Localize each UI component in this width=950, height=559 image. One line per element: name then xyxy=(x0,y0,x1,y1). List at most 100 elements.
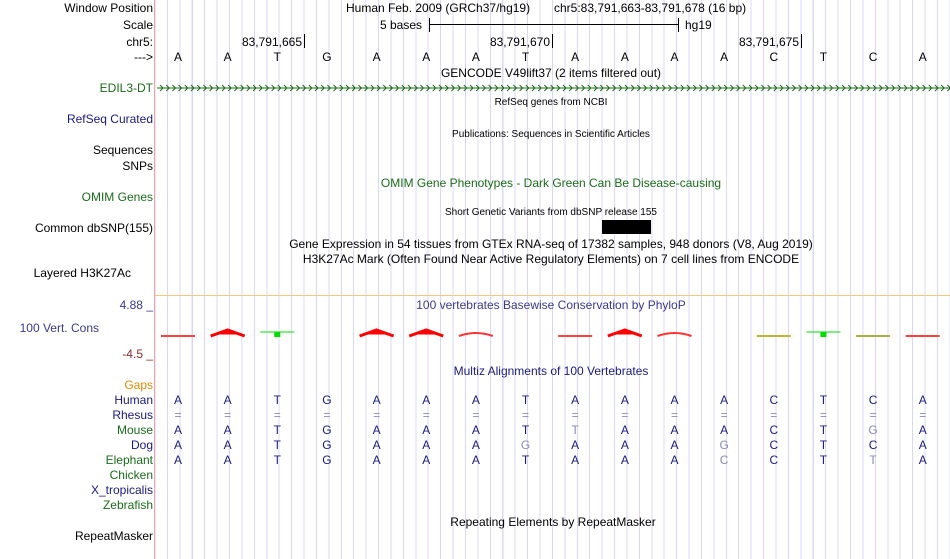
phylop-mark xyxy=(408,328,444,338)
track-divider xyxy=(155,295,950,296)
window-position-label: Window Position xyxy=(64,1,153,15)
dbsnp-track-title[interactable]: Short Genetic Variants from dbSNP releas… xyxy=(445,207,657,218)
aligned-base: = xyxy=(224,408,232,422)
base: A xyxy=(670,50,679,64)
aligned-base: = xyxy=(621,408,629,422)
aligned-base: A xyxy=(620,423,629,437)
repeatmasker-label[interactable]: RepeatMasker xyxy=(74,529,153,543)
aligned-base: T xyxy=(273,423,281,437)
phylop-track-title[interactable]: 100 vertebrates Basewise Conservation by… xyxy=(416,298,686,312)
aligned-base: C xyxy=(719,453,729,467)
species-label-dog[interactable]: Dog xyxy=(130,438,153,452)
base: A xyxy=(422,50,431,64)
assembly-title: Human Feb. 2009 (GRCh37/hg19) xyxy=(346,1,531,15)
aligned-base: T xyxy=(819,393,828,407)
species-label-zebrafish[interactable]: Zebrafish xyxy=(102,498,153,512)
gene-label-edil3-dt[interactable]: EDIL3-DT xyxy=(99,81,153,95)
h3k27ac-track-title[interactable]: H3K27Ac Mark (Often Found Near Active Re… xyxy=(302,252,800,266)
aligned-base: A xyxy=(422,438,431,452)
scale-db: hg19 xyxy=(685,18,712,32)
base: T xyxy=(819,50,828,64)
species-label-rhesus[interactable]: Rhesus xyxy=(112,408,153,422)
gene-edil3-dt[interactable] xyxy=(157,82,950,94)
aligned-base: A xyxy=(173,393,182,407)
base: T xyxy=(273,50,281,64)
base: A xyxy=(918,50,927,64)
aligned-base: T xyxy=(521,393,530,407)
tick-label: 83,791,675 xyxy=(738,35,799,49)
aligned-base: A xyxy=(422,393,431,407)
aligned-base: G xyxy=(520,438,531,452)
gaps-label[interactable]: Gaps xyxy=(124,378,153,392)
aligned-base: T xyxy=(819,438,828,452)
cons-min-label: -4.5 _ xyxy=(122,347,153,361)
base: C xyxy=(769,50,779,64)
sequences-label[interactable]: Sequences xyxy=(92,143,153,157)
phylop-mark xyxy=(607,328,643,338)
layered-h3k27ac-label[interactable]: Layered H3K27Ac xyxy=(33,266,131,280)
gene-strand-arrows xyxy=(157,84,950,92)
aligned-base: A xyxy=(223,453,232,467)
aligned-base: G xyxy=(322,393,332,407)
common-dbsnp-label[interactable]: Common dbSNP(155) xyxy=(34,221,153,235)
aligned-base: A xyxy=(620,393,629,407)
base: A xyxy=(571,50,580,64)
base: A xyxy=(720,50,729,64)
aligned-base: A xyxy=(372,438,381,452)
aligned-base: A xyxy=(471,438,480,452)
tick-mark xyxy=(552,34,553,48)
aligned-base: A xyxy=(372,423,381,437)
species-label-chicken[interactable]: Chicken xyxy=(109,468,153,482)
aligned-base: A xyxy=(471,453,480,467)
tick-label: 83,791,670 xyxy=(489,35,550,49)
base: T xyxy=(521,50,530,64)
label-divider xyxy=(154,0,155,559)
publications-track-title[interactable]: Publications: Sequences in Scientific Ar… xyxy=(452,129,650,140)
repeatmasker-track-title[interactable]: Repeating Elements by RepeatMasker xyxy=(450,515,656,529)
aligned-base: A xyxy=(372,393,381,407)
multiz-track-title[interactable]: Multiz Alignments of 100 Vertebrates xyxy=(453,364,649,378)
omim-track-title[interactable]: OMIM Gene Phenotypes - Dark Green Can Be… xyxy=(380,176,722,190)
aligned-base: A xyxy=(471,423,480,437)
aligned-base: A xyxy=(422,423,431,437)
aligned-base: C xyxy=(769,453,779,467)
aligned-base: = xyxy=(472,408,480,422)
aligned-base: A xyxy=(372,453,381,467)
snps-label[interactable]: SNPs xyxy=(122,159,153,173)
aligned-base: A xyxy=(918,423,927,437)
aligned-base: A xyxy=(173,423,182,437)
phylop-dot xyxy=(274,332,281,337)
aligned-base: T xyxy=(273,453,281,467)
aligned-base: A xyxy=(918,438,927,452)
aligned-base: A xyxy=(173,453,182,467)
refseq-curated-label[interactable]: RefSeq Curated xyxy=(66,112,153,126)
base: C xyxy=(868,50,878,64)
aligned-base: T xyxy=(869,453,877,467)
species-label-human[interactable]: Human xyxy=(114,393,153,407)
aligned-base: A xyxy=(620,453,629,467)
aligned-base: A xyxy=(223,423,232,437)
species-label-elephant[interactable]: Elephant xyxy=(105,453,153,467)
aligned-base: G xyxy=(322,438,332,452)
aligned-base: A xyxy=(422,453,431,467)
aligned-base: T xyxy=(819,423,828,437)
gtex-track-title[interactable]: Gene Expression in 54 tissues from GTEx … xyxy=(289,237,813,251)
aligned-base: A xyxy=(571,393,580,407)
aligned-base: T xyxy=(521,423,530,437)
aligned-base: A xyxy=(670,423,679,437)
aligned-base: A xyxy=(670,393,679,407)
phylop-graph[interactable] xyxy=(155,320,950,350)
aligned-base: T xyxy=(273,393,281,407)
aligned-base: A xyxy=(670,453,679,467)
gencode-track-title[interactable]: GENCODE V49lift37 (2 items filtered out) xyxy=(440,66,662,80)
species-label-x_tropicalis[interactable]: X_tropicalis xyxy=(90,483,153,497)
aligned-base: A xyxy=(223,438,232,452)
refseq-track-title[interactable]: RefSeq genes from NCBI xyxy=(494,97,608,108)
species-label-mouse[interactable]: Mouse xyxy=(116,423,153,437)
aligned-base: C xyxy=(769,438,779,452)
aligned-base: A xyxy=(223,393,232,407)
vert-cons-label[interactable]: 100 Vert. Cons xyxy=(19,321,99,335)
snp-feature[interactable] xyxy=(602,220,651,234)
base: A xyxy=(173,50,182,64)
omim-genes-label[interactable]: OMIM Genes xyxy=(81,190,153,204)
